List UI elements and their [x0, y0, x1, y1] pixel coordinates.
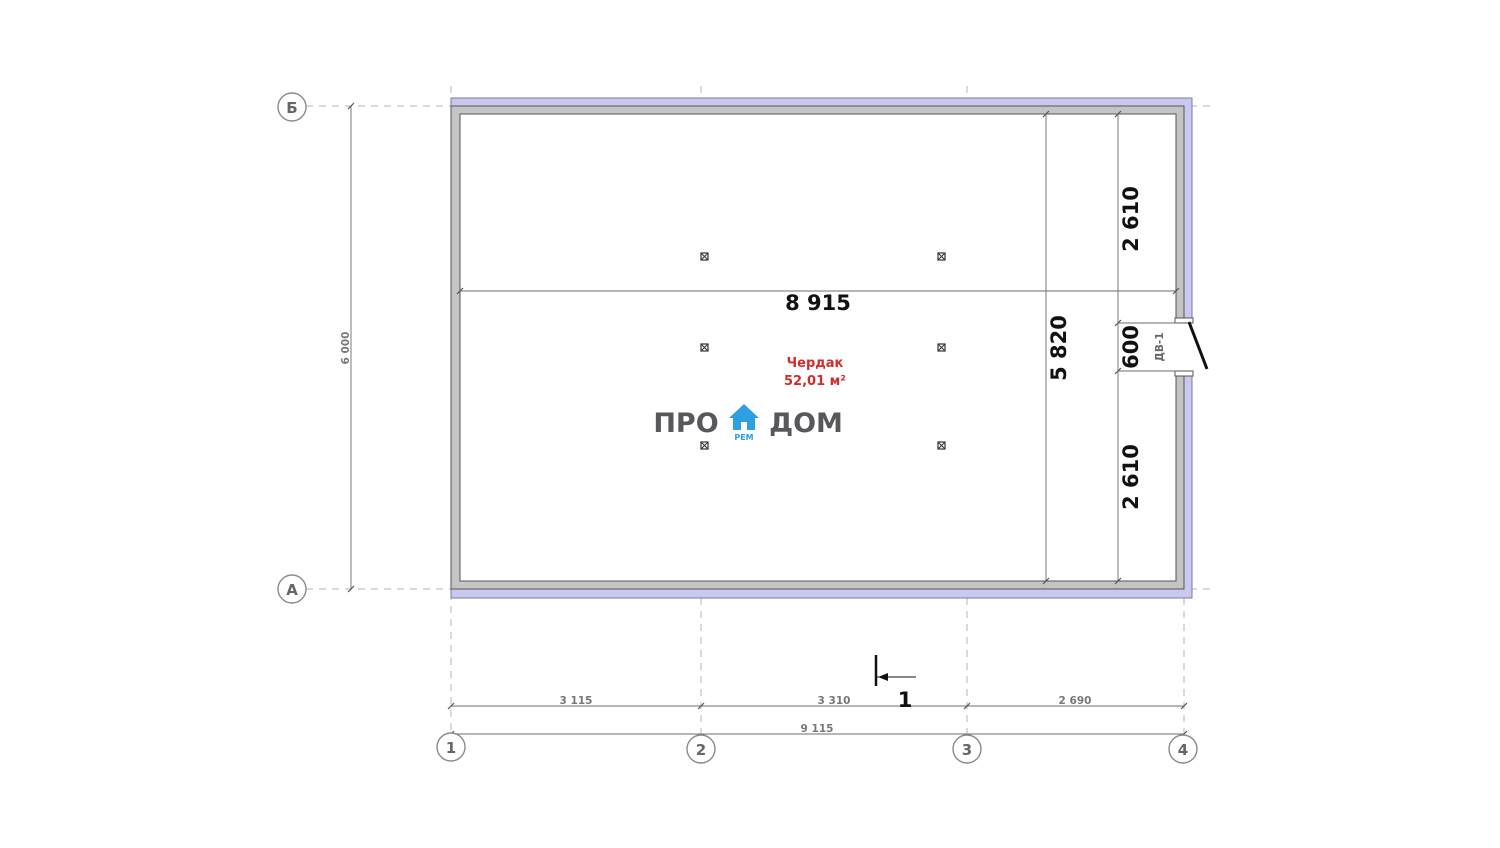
dim-inner-width: 8 915: [785, 291, 851, 315]
axis-label-col-4: 4: [1178, 741, 1188, 759]
column-post: [937, 343, 946, 352]
wall-inner: [450, 105, 1185, 590]
dim-span-3-4: 2 690: [1059, 695, 1092, 707]
axis-bubble-col-2: 2: [686, 734, 716, 764]
axis-label-row-b: Б: [286, 99, 297, 117]
dim-wall-top: 2 610: [1119, 186, 1143, 252]
column-post: [937, 441, 946, 450]
axis-lines: [306, 86, 1216, 735]
bottom-dimensions: [447, 702, 1188, 738]
axis-label-row-a: А: [286, 581, 298, 599]
axis-label-col-3: 3: [962, 741, 972, 759]
column-post: [700, 441, 709, 450]
walls: [450, 97, 1209, 599]
overall-height-dimension: 6 000: [340, 102, 355, 593]
room-area: 52,01 м²: [784, 374, 846, 389]
axis-label-col-1: 1: [446, 739, 456, 757]
dim-wall-bottom: 2 610: [1119, 444, 1143, 510]
axis-bubble-col-4: 4: [1168, 734, 1198, 764]
section-marker: 1: [874, 655, 916, 712]
section-label: 1: [898, 688, 913, 712]
axis-label-col-2: 2: [696, 741, 706, 759]
logo-text-sub: РЕМ: [734, 433, 753, 442]
column-post: [700, 252, 709, 261]
door-jamb-bottom: [1174, 370, 1194, 377]
dim-door-opening: 600: [1119, 325, 1143, 369]
logo-text-left: ПРО: [653, 408, 718, 439]
door-jamb-top: [1174, 317, 1194, 324]
dim-overall-height: 6 000: [340, 332, 352, 365]
door-opening: [1173, 323, 1195, 371]
axis-bubble-row-a: А: [277, 574, 307, 604]
door-leaf: [1187, 321, 1209, 370]
door-label: ДВ-1: [1154, 332, 1166, 361]
dim-span-2-3: 3 310: [818, 695, 851, 707]
wall-outer: [450, 97, 1193, 599]
dim-inner-height: 5 820: [1047, 315, 1071, 381]
watermark-logo: ПРО РЕМ ДОМ: [653, 404, 843, 442]
axis-bubble-row-b: Б: [277, 92, 307, 122]
section-arrow-icon: [878, 673, 888, 681]
dim-span-1-2: 3 115: [560, 695, 593, 707]
columns: [700, 252, 946, 450]
dim-overall-width: 9 115: [801, 723, 834, 735]
column-post: [937, 252, 946, 261]
axis-bubble-col-3: 3: [952, 734, 982, 764]
column-post: [700, 343, 709, 352]
interior-dimensions: [456, 110, 1180, 585]
room-name: Чердак: [787, 356, 844, 371]
house-icon: [729, 404, 759, 430]
house-door: [741, 422, 747, 430]
axis-bubble-col-1: 1: [436, 732, 466, 762]
logo-text-right: ДОМ: [769, 408, 843, 439]
